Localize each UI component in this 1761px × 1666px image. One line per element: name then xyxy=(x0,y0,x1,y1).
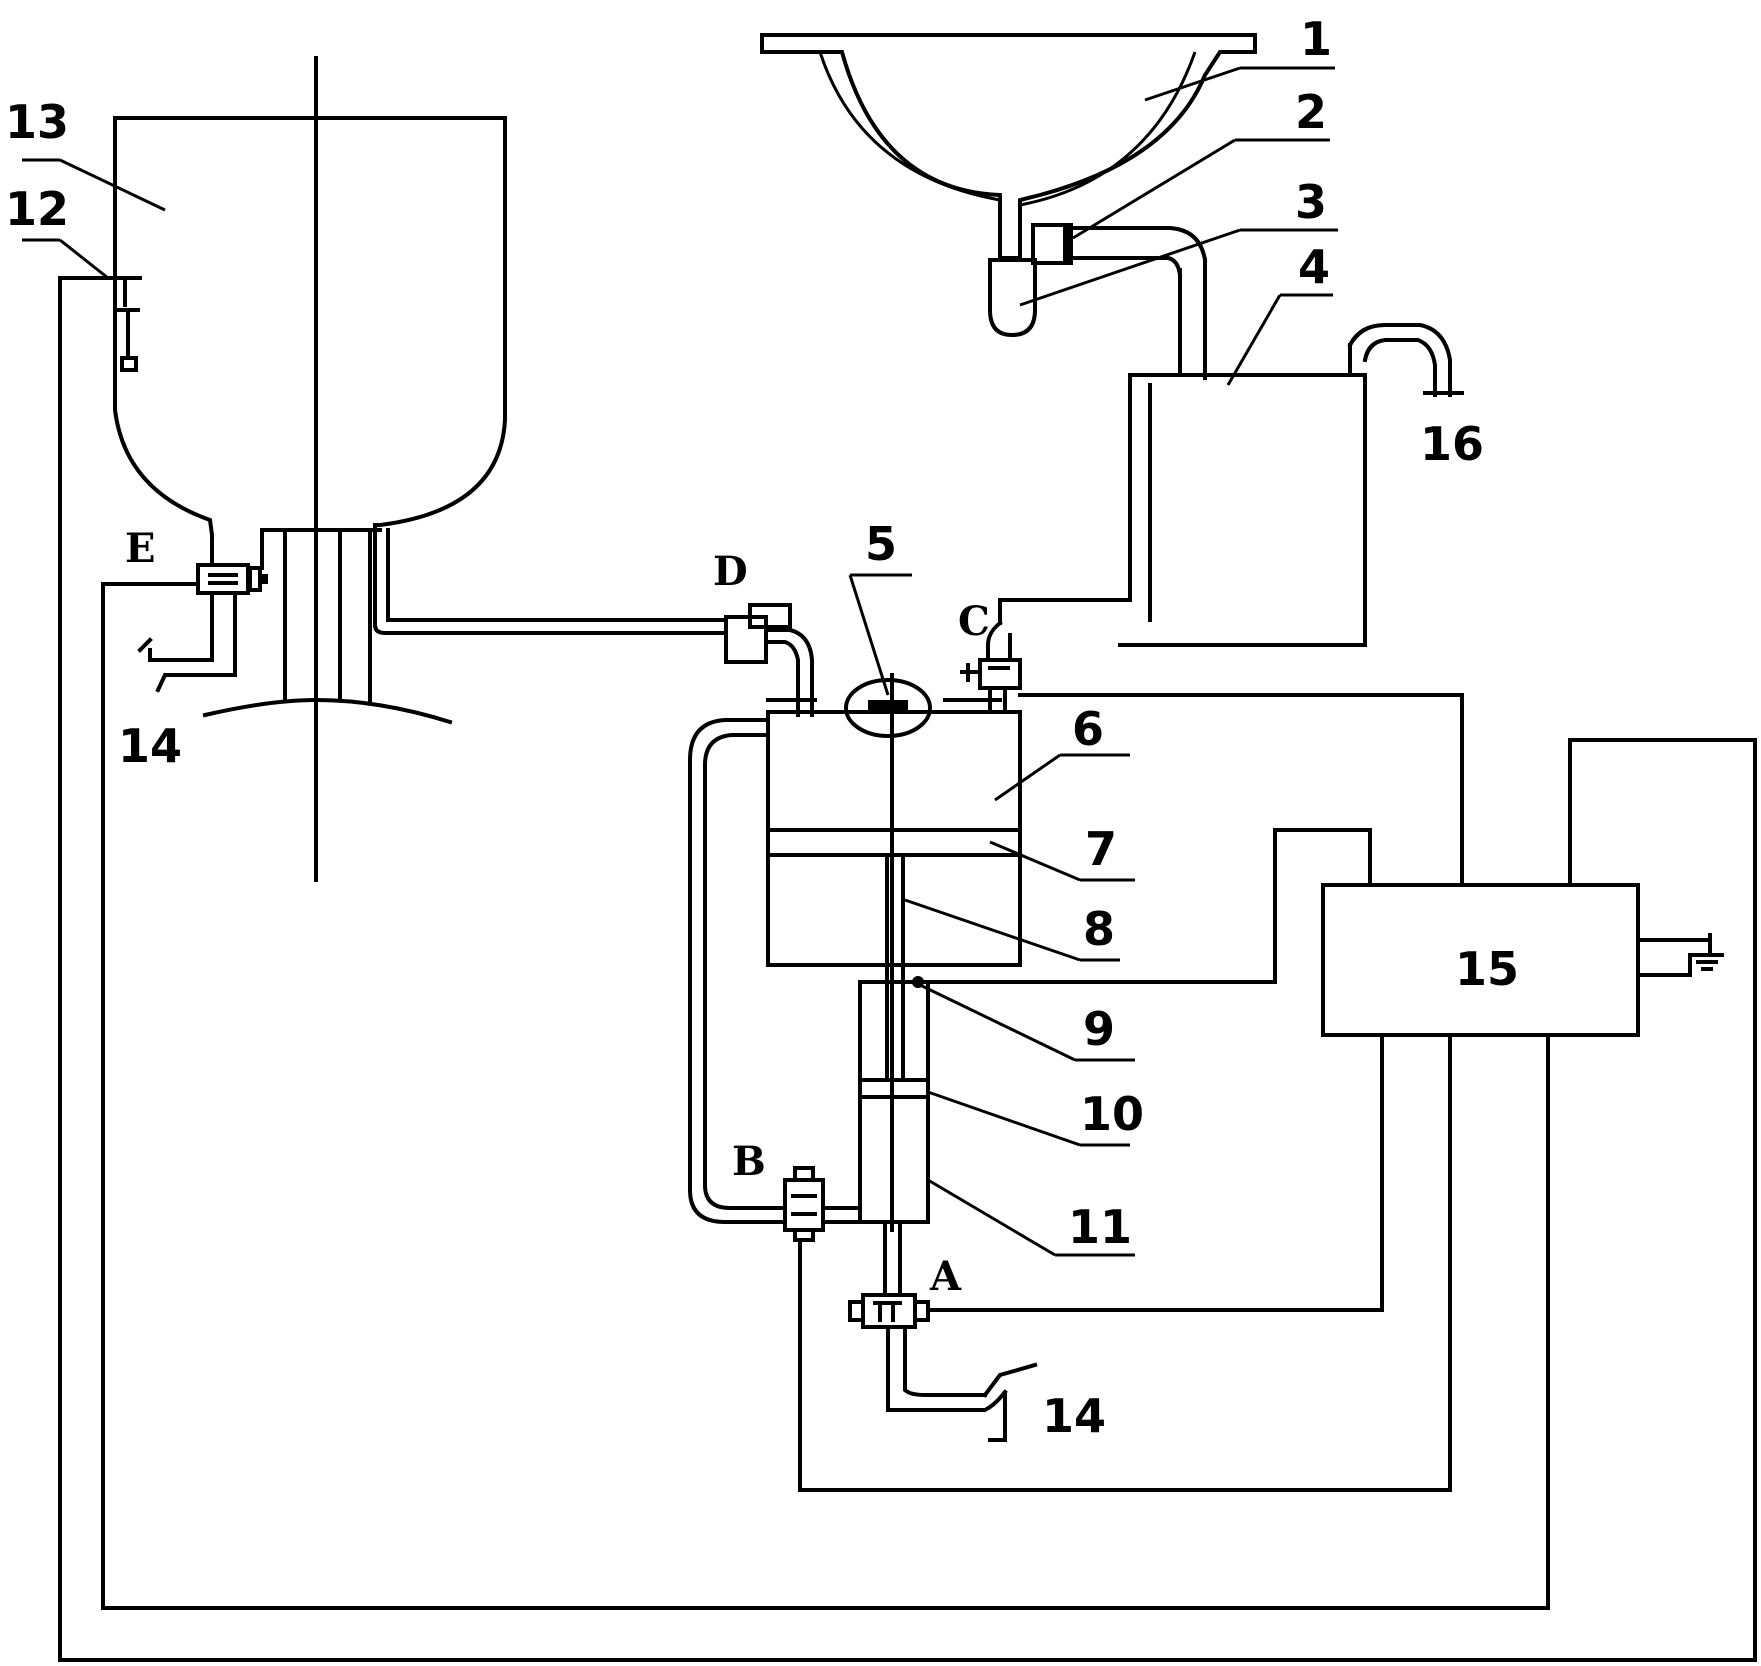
label-1: 1 xyxy=(1300,12,1332,66)
label-12: 12 xyxy=(5,182,69,236)
label-2: 2 xyxy=(1295,85,1327,139)
label-9: 9 xyxy=(1083,1002,1115,1056)
drain-trap xyxy=(988,258,1037,338)
label-7: 7 xyxy=(1085,822,1117,876)
leader-lines xyxy=(22,66,1338,1257)
controller-box xyxy=(1321,883,1724,1037)
solenoid-valve-a xyxy=(848,1220,1038,1442)
label-4: 4 xyxy=(1298,240,1330,294)
label-14-right: 14 xyxy=(1042,1389,1106,1443)
lower-cylinder xyxy=(858,976,930,1224)
upper-cylinder xyxy=(766,673,1022,1232)
solenoid-valve-e xyxy=(137,528,268,693)
return-pipe xyxy=(688,718,787,1224)
valve-label-c: C xyxy=(958,598,990,645)
storage-tank xyxy=(98,56,507,882)
solenoid-valve-c xyxy=(960,620,1022,714)
label-11: 11 xyxy=(1068,1200,1132,1254)
label-3: 3 xyxy=(1295,175,1327,229)
basin xyxy=(760,33,1257,260)
label-5: 5 xyxy=(865,517,897,571)
label-6: 6 xyxy=(1072,702,1104,756)
solenoid-valve-b xyxy=(783,1166,862,1242)
wiring xyxy=(58,276,1757,1662)
label-10: 10 xyxy=(1080,1087,1144,1141)
valve-label-d: D xyxy=(713,548,748,595)
label-16: 16 xyxy=(1420,417,1484,471)
labels: 1 2 3 4 5 6 7 8 9 10 11 12 13 14 14 15 1… xyxy=(5,12,1519,1443)
valve-label-e: E xyxy=(125,525,156,572)
overflow-tank xyxy=(998,258,1464,647)
valve-label-a: A xyxy=(929,1253,962,1300)
valve-label-b: B xyxy=(732,1138,766,1185)
label-14-left: 14 xyxy=(118,719,182,773)
feed-pipe xyxy=(373,523,727,635)
top-valve xyxy=(844,678,932,738)
label-8: 8 xyxy=(1083,902,1115,956)
label-13: 13 xyxy=(5,95,69,149)
check-valve-d xyxy=(724,603,814,717)
label-15: 15 xyxy=(1455,942,1519,996)
